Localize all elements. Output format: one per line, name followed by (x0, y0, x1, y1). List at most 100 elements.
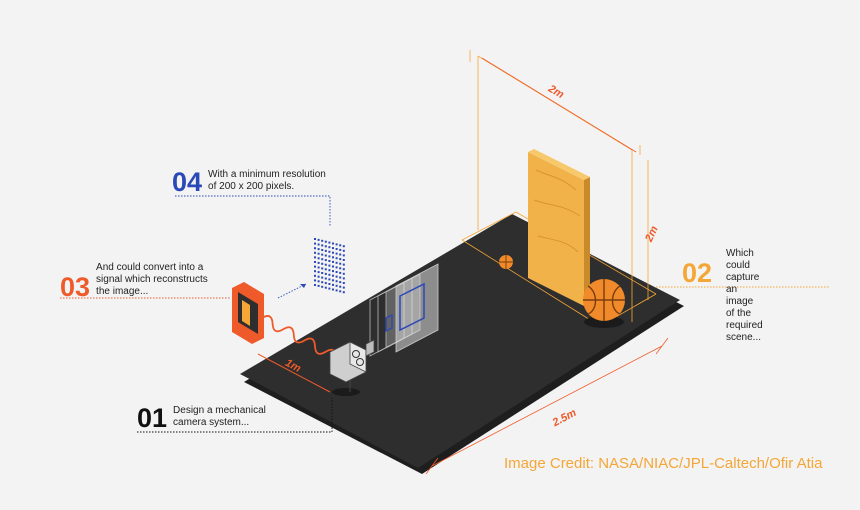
pixel-dot (321, 272, 324, 274)
pixel-dot (328, 264, 331, 267)
pixel-dot (317, 275, 320, 278)
pixel-dot (328, 278, 331, 281)
callout-03: 03 And could convert into a signal which… (60, 262, 208, 301)
pixel-dot (335, 275, 338, 278)
pixel-dot (324, 263, 327, 266)
pixel-dot (335, 257, 338, 260)
camera-distance-line (257, 353, 331, 393)
callout-03-number: 03 (60, 272, 91, 302)
leader-lines (60, 195, 830, 433)
pixel-dot (335, 289, 338, 292)
pixel-dot (339, 267, 342, 270)
pixel-dot (332, 288, 334, 291)
pixel-dot (328, 255, 331, 258)
pixel-dot (342, 277, 345, 280)
pixel-dot (314, 279, 316, 282)
pixel-dot (317, 261, 320, 264)
pixel-dot (314, 251, 316, 254)
pixel-dot (342, 286, 345, 289)
pixel-dot (339, 276, 342, 279)
image-credit: Image Credit: NASA/NIAC/JPL-Caltech/Ofir… (504, 455, 823, 472)
pixel-dot (328, 250, 331, 253)
wooden-board (528, 149, 590, 306)
pixel-dot (332, 260, 334, 263)
pixel-dot (339, 248, 342, 251)
pixel-dot (342, 254, 345, 257)
pixel-dot (324, 259, 327, 262)
pixel-dot (321, 262, 324, 265)
pixel-dot (321, 276, 324, 279)
signal-wave (261, 315, 338, 358)
small-basketball (499, 255, 513, 269)
callout-04: 04 With a minimum resolution of 200 x 20… (172, 169, 326, 196)
pixel-dot (317, 257, 320, 260)
pixel-dot (314, 247, 316, 250)
pixel-dot (339, 253, 342, 256)
pixel-dot (328, 241, 331, 244)
pixel-dot (328, 260, 331, 262)
callout-01-text: Design a mechanical camera system... (173, 405, 266, 428)
pixel-dot (324, 272, 327, 275)
pixel-dot (342, 272, 345, 275)
pixel-dot (314, 270, 316, 273)
pixel-dot (332, 274, 334, 277)
pixel-dot (317, 243, 320, 246)
callout-01-number: 01 (137, 403, 168, 433)
pixel-dot (321, 285, 324, 288)
pixel-dot (328, 283, 331, 285)
pixel-dot (335, 248, 338, 250)
pixel-dot (342, 245, 345, 248)
pixel-dot (339, 271, 342, 274)
pixel-dot (317, 271, 320, 274)
pixel-dot (321, 267, 324, 270)
pixel-dot (321, 249, 324, 251)
pixel-dot (342, 259, 345, 261)
pixel-dot (335, 243, 338, 246)
pixel-dot (332, 251, 334, 254)
callout-01: 01 Design a mechanical camera system... (137, 405, 266, 432)
pixel-dot (342, 263, 345, 266)
pixel-dot (328, 269, 331, 272)
pixel-dot (339, 262, 342, 265)
pixel-dot (324, 254, 327, 257)
pixel-dot (339, 244, 342, 247)
pixel-dot (332, 256, 334, 259)
pixel-dot (314, 274, 316, 277)
platform (240, 214, 680, 468)
pixel-dot (324, 282, 327, 285)
callout-02: 02 Which could capture an image of the r… (682, 248, 763, 343)
callout-04-number: 04 (172, 167, 203, 197)
pixel-dot (317, 280, 320, 283)
pixel-dot (324, 245, 327, 248)
pixel-dot (317, 238, 320, 241)
pixel-dot (342, 268, 345, 271)
pixel-dot (314, 242, 316, 245)
pixel-dot (321, 258, 324, 261)
pixel-dot (339, 290, 342, 293)
pixel-dot (339, 258, 342, 261)
pixel-dot (321, 239, 324, 242)
pixel-dot (324, 240, 327, 243)
pixel-dot (332, 265, 334, 268)
lens-planes (369, 263, 439, 357)
callout-02-number: 02 (682, 258, 713, 288)
pixel-dot (335, 280, 338, 283)
pixel-dot (342, 282, 345, 284)
pixel-dot (317, 284, 320, 287)
pixel-dot (314, 265, 316, 268)
callout-04-text: With a minimum resolution of 200 x 200 p… (208, 169, 326, 192)
pixel-dot (342, 249, 345, 252)
large-basketball (583, 279, 625, 328)
pixel-dot (328, 287, 331, 290)
pixel-dot (328, 246, 331, 249)
pixel-dot (317, 266, 320, 269)
depth-dimension (425, 57, 669, 475)
pixel-dot (324, 277, 327, 280)
callout-03-text: And could convert into a signal which re… (96, 262, 208, 297)
pixel-dot (342, 291, 345, 294)
pixel-dot (335, 261, 338, 264)
pixel-dot (321, 281, 324, 284)
pixel-dot (317, 252, 320, 255)
pixel-dot (314, 284, 316, 286)
